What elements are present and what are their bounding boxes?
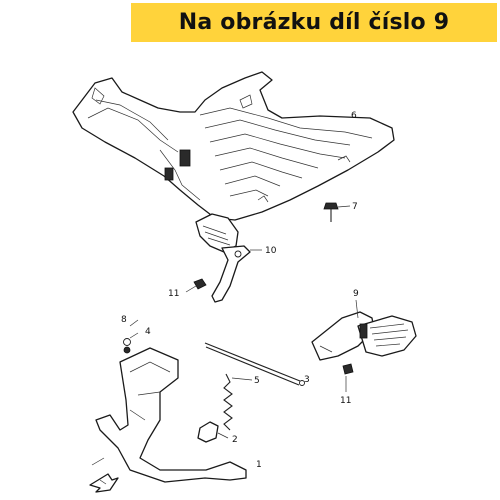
callout-4: 4: [145, 327, 151, 337]
callout-9: 9: [353, 289, 359, 299]
callout-7: 7: [352, 202, 358, 212]
callout-1: 1: [256, 460, 262, 470]
callout-11-lower: 11: [340, 396, 351, 406]
shaft-part-3: [204, 342, 305, 386]
callout-2: 2: [232, 435, 238, 445]
footrest-left-part-10: [195, 213, 262, 303]
washer-pin-parts-4-8: [123, 319, 139, 354]
highlight-banner: Na obrázku díl číslo 9: [131, 3, 497, 42]
bolt-part-11-upper: [185, 278, 207, 293]
spring-part-5: [223, 373, 253, 431]
front-arrow-icon: [89, 473, 119, 493]
collar-part-2: [197, 421, 229, 443]
callout-6: 6: [351, 111, 357, 121]
main-stand-part-1: [91, 347, 247, 483]
bolt-part-7: [323, 202, 351, 222]
callout-10: 10: [265, 246, 277, 256]
bolt-part-11-lower: [342, 363, 354, 392]
banner-title: Na obrázku díl číslo 9: [178, 10, 450, 35]
floor-panel-part-6: [72, 71, 395, 221]
callout-5: 5: [254, 376, 260, 386]
callout-11-upper: 11: [168, 289, 179, 299]
callout-3: 3: [304, 375, 310, 385]
footrest-right-part-9: [311, 299, 417, 361]
callout-8: 8: [121, 315, 127, 325]
